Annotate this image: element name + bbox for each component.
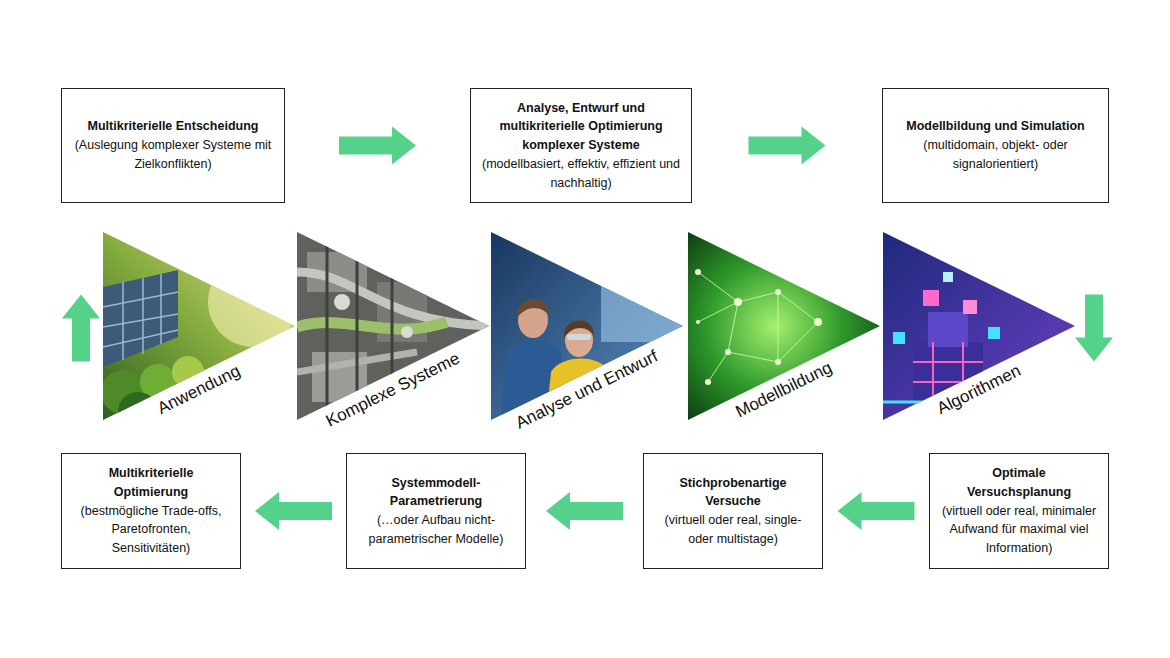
illustration-part — [698, 272, 818, 382]
illustration-part — [893, 332, 905, 344]
box-description: (bestmögliche Trade-offs, Paretofronten,… — [72, 502, 230, 558]
image-triangle: Analyse und Entwurf — [491, 232, 683, 420]
illustration-part — [103, 232, 295, 420]
flow-arrow — [1075, 295, 1113, 362]
box-description: (…oder Aufbau nicht-parametrischer Model… — [357, 511, 515, 549]
flow-arrow — [255, 492, 332, 530]
process-box: Multikriterielle Entscheidung(Auslegung … — [61, 88, 285, 203]
process-box: Analyse, Entwurf und multikriterielle Op… — [470, 88, 692, 203]
box-heading: Optimale Versuchsplanung — [940, 464, 1098, 502]
illustration-part — [988, 327, 1000, 339]
flow-arrow — [749, 127, 826, 165]
process-box: Stichprobenartige Versuche(virtuell oder… — [643, 453, 823, 569]
illustration-part — [401, 326, 413, 338]
illustration-part — [928, 312, 968, 347]
illustration-part — [297, 322, 447, 329]
image-triangle: Algorithmen — [883, 232, 1075, 420]
image-triangle: Anwendung — [103, 232, 295, 420]
illustration-part — [725, 349, 731, 355]
illustration-part — [103, 270, 178, 367]
box-heading: Modellbildung und Simulation — [906, 117, 1084, 136]
illustration-part — [775, 289, 781, 295]
flow-arrow — [546, 492, 623, 530]
illustration-part — [923, 290, 939, 306]
illustration-part — [334, 294, 350, 310]
box-description: (Auslegung komplexer Systeme mit Zielkon… — [72, 136, 274, 174]
process-box: Optimale Versuchsplanung(virtuell oder r… — [929, 453, 1109, 569]
image-triangle: Komplexe Systeme — [297, 232, 489, 420]
illustration-part — [567, 334, 591, 340]
box-description: (multidomain, objekt- oder signalorienti… — [893, 136, 1098, 174]
illustration-part — [775, 359, 781, 365]
illustration-part — [517, 299, 549, 318]
illustration-part — [943, 272, 953, 282]
flow-arrow — [62, 295, 100, 362]
process-box: Systemmodell-Parametrierung(…oder Aufbau… — [346, 453, 526, 569]
flow-arrow — [838, 492, 915, 530]
illustration-part — [601, 282, 681, 342]
box-description: (virtuell oder real, single- oder multis… — [654, 511, 812, 549]
illustration-part — [963, 300, 977, 314]
box-heading: Stichprobenartige Versuche — [654, 474, 812, 512]
process-box: Modellbildung und Simulation(multidomain… — [882, 88, 1109, 203]
box-heading: Multikriterielle Entscheidung — [88, 117, 259, 136]
flow-arrow — [339, 127, 416, 165]
process-box: Multikriterielle Optimierung(bestmöglich… — [61, 453, 241, 569]
illustration-part — [734, 298, 742, 306]
illustration-part — [118, 392, 158, 420]
illustration-part — [696, 320, 700, 324]
illustration-part — [883, 232, 1075, 420]
illustration-part — [883, 232, 1075, 420]
illustration-part — [814, 318, 822, 326]
image-triangle: Modellbildung — [688, 232, 880, 420]
box-description: (virtuell oder real, minimaler Aufwand f… — [940, 502, 1098, 558]
box-description: (modellbasiert, effektiv, effizient und … — [481, 155, 681, 193]
illustration-part — [695, 269, 701, 275]
box-heading: Analyse, Entwurf und multikriterielle Op… — [481, 99, 681, 155]
box-heading: Systemmodell-Parametrierung — [357, 474, 515, 512]
illustration-part — [705, 379, 711, 385]
box-heading: Multikriterielle Optimierung — [72, 464, 230, 502]
illustration-part — [103, 274, 178, 360]
illustration-part — [208, 257, 295, 347]
